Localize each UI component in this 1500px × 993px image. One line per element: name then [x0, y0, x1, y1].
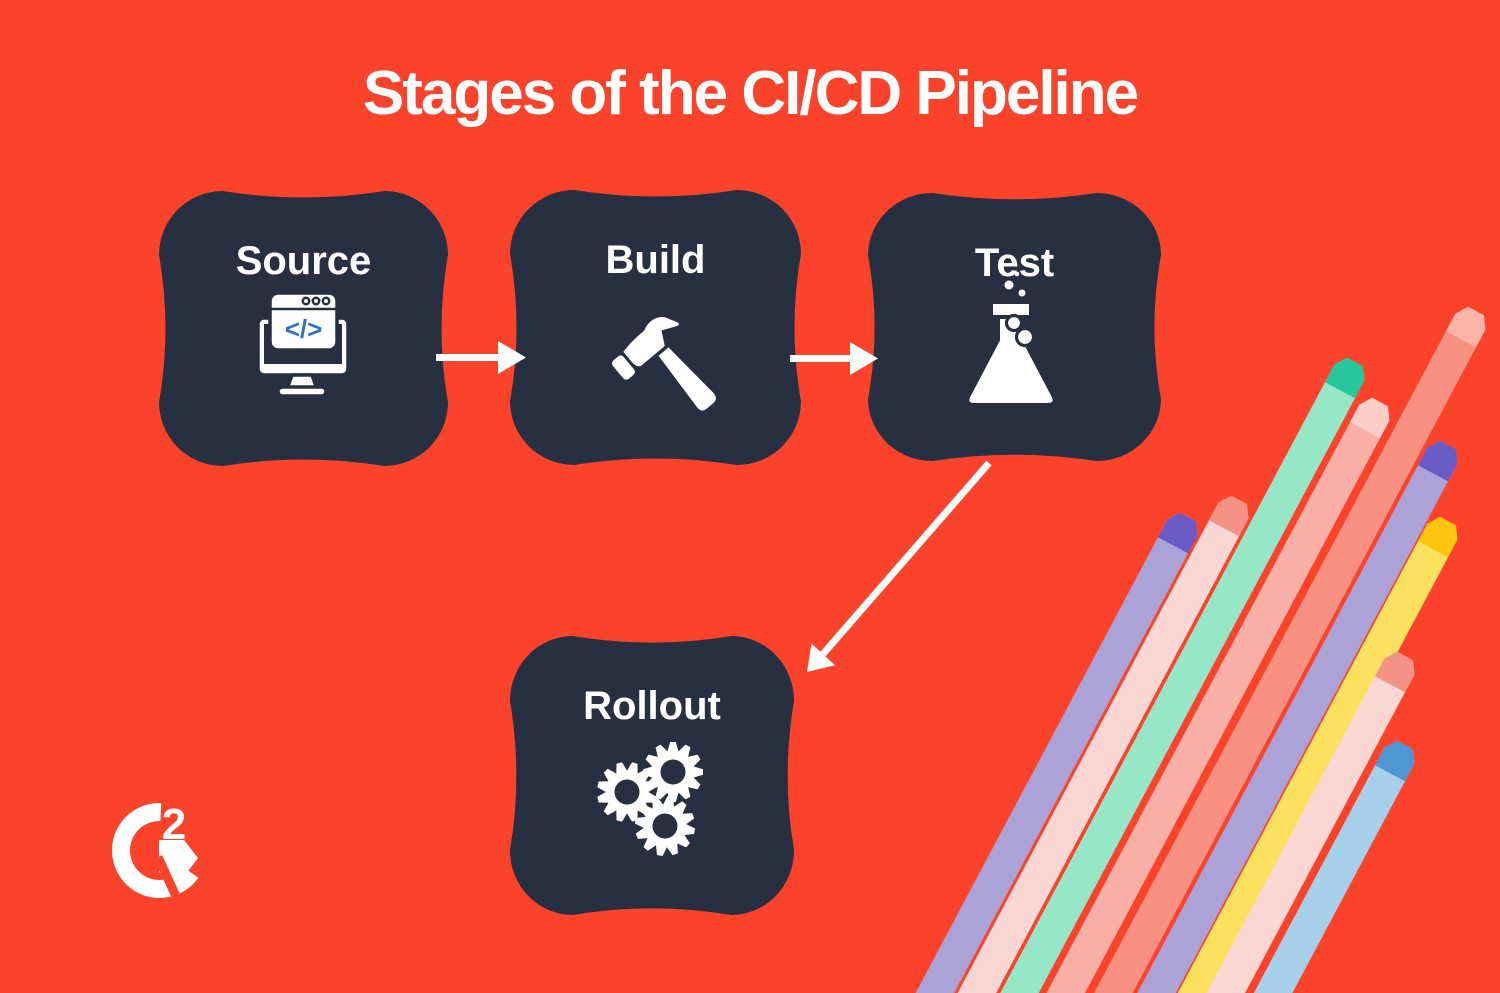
flask-bubble	[1014, 326, 1035, 348]
stripe-cap	[1417, 440, 1458, 482]
stage-card-build: Build	[508, 188, 803, 467]
stripe-body	[942, 397, 1390, 993]
stripe-body	[801, 495, 1249, 993]
stage-card-rollout: Rollout	[508, 634, 796, 917]
code-snippet-text: </>	[284, 314, 322, 344]
page-title: Stages of the CI/CD Pipeline	[362, 59, 1139, 128]
gear	[634, 795, 696, 857]
browser-dot-icon	[301, 296, 310, 306]
pencil-stripe	[750, 512, 1198, 993]
gear	[643, 742, 703, 802]
flask-vapor-bubble	[1018, 289, 1025, 297]
gears-icon	[597, 742, 703, 857]
stage-label-build: Build	[605, 238, 706, 282]
stripe-cap	[1374, 651, 1415, 693]
hammer-icon	[611, 317, 716, 411]
stripe-cap	[1324, 357, 1365, 399]
stage-label-test: Test	[974, 241, 1055, 285]
stripe-body	[750, 512, 1198, 993]
stripe-cap	[1208, 495, 1249, 537]
browser-dot-icon	[311, 296, 320, 306]
pencil-stripe	[801, 495, 1249, 993]
pencil-stripe	[967, 740, 1415, 993]
pencil-stripe	[967, 651, 1415, 993]
stripe-body	[967, 740, 1415, 993]
pencil-stripe	[1038, 306, 1486, 993]
flask-icon	[965, 271, 1056, 407]
browser-dot-icon	[321, 296, 330, 306]
stage-card-test: Test	[866, 191, 1163, 463]
flask-vapor-bubble	[1004, 280, 1013, 290]
stripe-body	[1010, 440, 1458, 993]
stage-label-rollout: Rollout	[583, 684, 721, 728]
flask-body	[965, 315, 1056, 407]
monitor-base	[275, 385, 328, 398]
hammer-face	[611, 355, 635, 380]
monitor-code-icon: </>	[255, 291, 350, 398]
stripe-body	[917, 357, 1365, 993]
stripe-body	[1038, 306, 1486, 993]
stripe-cap	[1445, 306, 1486, 348]
flask-bubble	[1004, 313, 1023, 333]
gear	[597, 762, 657, 822]
stripe-cap	[1157, 512, 1198, 554]
stage-card-source: Source </>	[157, 189, 450, 468]
flask-vapor-bubble	[1014, 271, 1019, 277]
stripe-cap	[1374, 740, 1415, 782]
pencil-stripe	[942, 397, 1390, 993]
pencil-stripe	[1010, 440, 1458, 993]
stripe-body	[1010, 516, 1458, 993]
stripe-body	[967, 651, 1415, 993]
stripe-cap	[1417, 516, 1458, 558]
hammer-head	[622, 317, 679, 367]
pencil-stripe	[917, 357, 1365, 993]
pencil-stripe	[1010, 516, 1458, 993]
stripe-cap	[1349, 397, 1390, 439]
browser-window	[267, 291, 339, 352]
stage-label-source: Source	[235, 239, 372, 283]
hammer-handle	[658, 347, 716, 411]
